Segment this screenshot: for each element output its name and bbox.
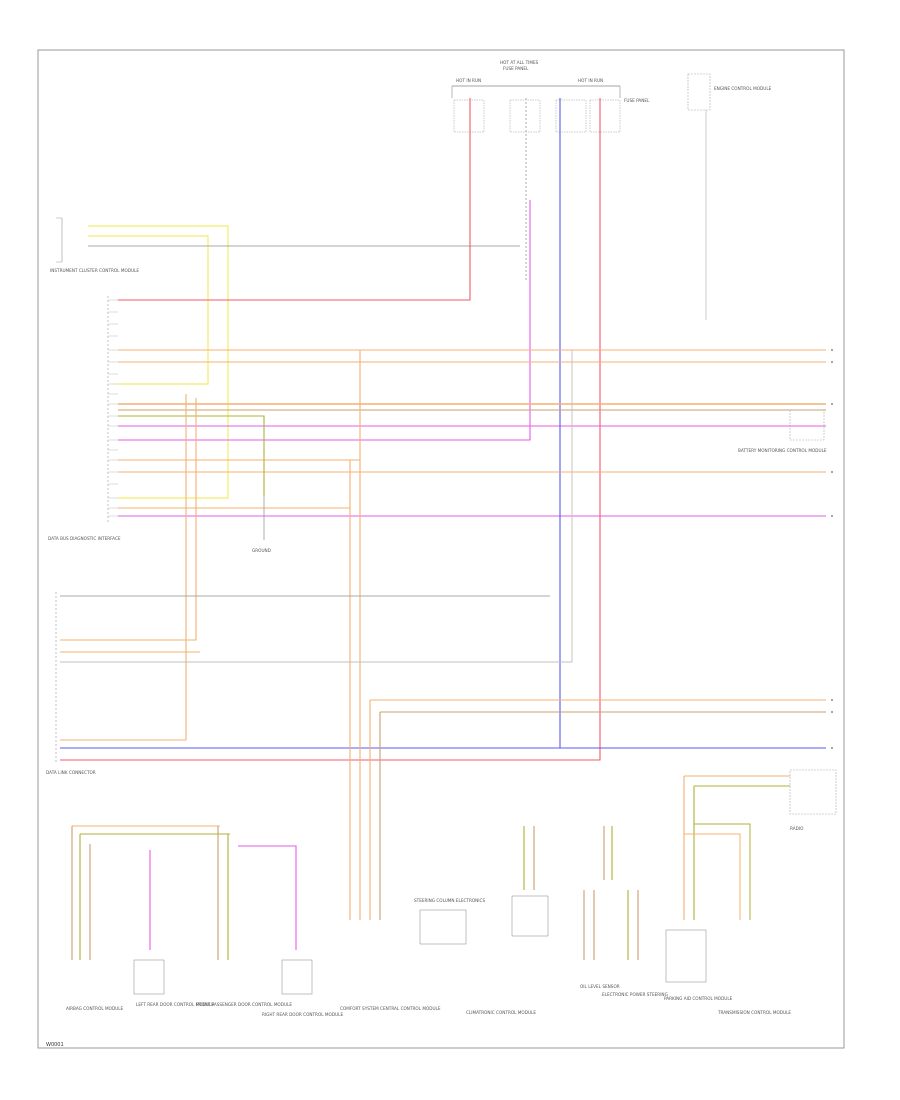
- steering-column-box: STEERING COLUMN ELECTRONICS: [414, 898, 485, 945]
- hot-left-label: HOT IN RUN: [456, 78, 481, 83]
- data-link-connector: DATA LINK CONNECTOR: [46, 592, 96, 775]
- parking-aid-label: PARKING AID CONTROL MODULE: [664, 996, 733, 1001]
- radio-label: RADIO: [790, 826, 804, 831]
- steering-label: STEERING COLUMN ELECTRONICS: [414, 898, 485, 903]
- climatronic-box: [511, 895, 549, 937]
- fuse-block: HOT AT ALL TIMES FUSE PANEL HOT IN RUN H…: [451, 60, 650, 133]
- right-rear-door-label: RIGHT REAR DOOR CONTROL MODULE: [262, 1012, 343, 1017]
- ecm-label: ENGINE CONTROL MODULE: [714, 86, 772, 91]
- engine-control-module: ENGINE CONTROL MODULE: [687, 73, 772, 320]
- data-bus-label: DATA BUS DIAGNOSTIC INTERFACE: [48, 536, 121, 541]
- left-rear-door-label: LEFT REAR DOOR CONTROL MODULE: [136, 1002, 214, 1007]
- transmission-label: TRANSMISSION CONTROL MODULE: [717, 1010, 791, 1015]
- fuse-header: HOT AT ALL TIMES: [500, 60, 539, 65]
- right-rear-door-box: [281, 959, 313, 995]
- instrument-cluster-label: INSTRUMENT CLUSTER CONTROL MODULE: [50, 268, 139, 273]
- fuse-panel-note: FUSE PANEL: [624, 98, 650, 103]
- page-ref: W0001: [46, 1042, 64, 1048]
- ground-label: GROUND: [252, 548, 271, 553]
- radio-module: RADIO: [789, 769, 837, 831]
- electronic-power-label: ELECTRONIC POWER STEERING: [602, 992, 668, 997]
- dlc-label: DATA LINK CONNECTOR: [46, 770, 96, 775]
- comfort-system-label: COMFORT SYSTEM CENTRAL CONTROL MODULE: [340, 1006, 441, 1011]
- left-rear-door-box: [133, 959, 165, 995]
- airbag-label: AIRBAG CONTROL MODULE: [66, 1006, 124, 1011]
- front-passenger-label: FRONT PASSENGER DOOR CONTROL MODULE: [196, 1002, 292, 1007]
- battery-label: BATTERY MONITORING CONTROL MODULE: [738, 448, 827, 453]
- electronic-power-steering-box: [665, 929, 707, 983]
- hot-right-label: HOT IN RUN: [578, 78, 603, 83]
- oil-level-label: OIL LEVEL SENSOR: [580, 984, 620, 989]
- fuse-header-2: FUSE PANEL: [503, 66, 529, 71]
- battery-monitoring-module: BATTERY MONITORING CONTROL MODULE: [738, 409, 827, 453]
- instrument-cluster-top: INSTRUMENT CLUSTER CONTROL MODULE: [50, 217, 139, 273]
- data-bus-connector: DATA BUS DIAGNOSTIC INTERFACE: [48, 296, 121, 541]
- connector-pins: [108, 299, 118, 517]
- diagram-frame: [37, 49, 845, 1049]
- right-terminations: [831, 349, 833, 749]
- ground-g: GROUND: [252, 496, 271, 553]
- climatronic-label: CLIMATRONIC CONTROL MODULE: [466, 1010, 536, 1015]
